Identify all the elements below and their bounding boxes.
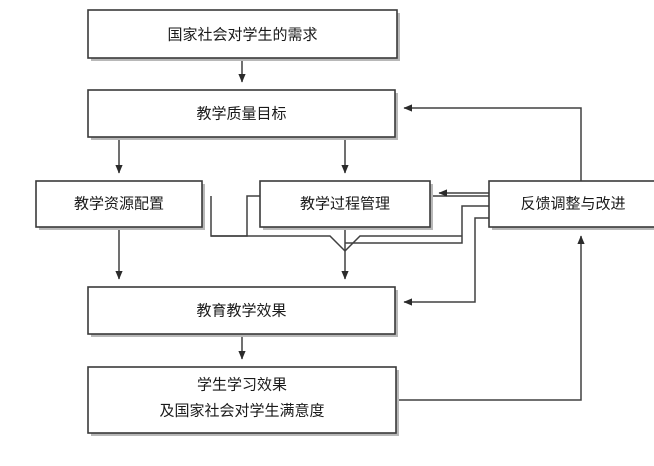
node-goal-label: 教学质量目标 [196,105,286,123]
node-resource-label: 教学资源配置 [74,195,164,213]
node-effect-label: 教育教学效果 [196,302,286,320]
node-satisfy-label-line1: 学生学习效果 [197,376,287,394]
edge-feedback-to-goal [403,104,582,181]
node-demand[interactable]: 国家社会对学生的需求 [87,9,400,61]
node-effect[interactable]: 教育教学效果 [87,286,398,337]
node-resource[interactable]: 教学资源配置 [35,180,205,230]
node-process[interactable]: 教学过程管理 [259,180,433,230]
node-feedback-label: 反馈调整与改进 [520,195,625,213]
node-goal[interactable]: 教学质量目标 [87,89,398,140]
node-satisfy-label-line2: 及国家社会对学生满意度 [159,402,324,420]
node-process-label: 教学过程管理 [300,195,390,213]
node-satisfy[interactable]: 学生学习效果 及国家社会对学生满意度 [87,366,399,436]
node-feedback[interactable]: 反馈调整与改进 [488,180,654,230]
node-demand-label: 国家社会对学生的需求 [167,26,317,44]
edge-feedback-to-effect [403,217,489,306]
edge-process-merge-to-effect [211,227,462,280]
edge-satisfy-to-feedback [396,235,585,401]
edge-feedback-to-process-lower [345,205,489,244]
